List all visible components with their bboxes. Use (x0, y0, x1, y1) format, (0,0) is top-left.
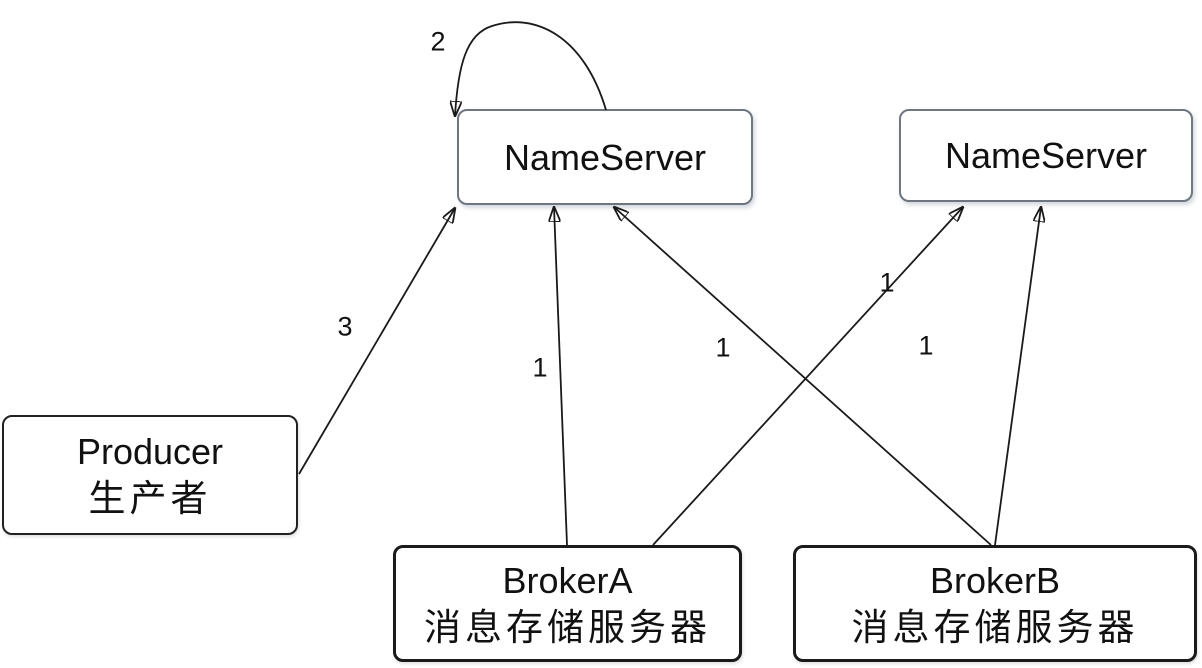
edge-producer-to-ns-left (298, 208, 455, 475)
node-subtitle: 消息存储服务器 (851, 606, 1139, 648)
edge-label-broker-a-ns-right: 1 (879, 267, 895, 298)
node-subtitle: 消息存储服务器 (424, 606, 711, 648)
edge-label-self-loop: 2 (430, 26, 446, 57)
node-title: NameServer (944, 135, 1148, 176)
edge-broker-a-to-ns-left (554, 207, 568, 546)
edge-ns-left-self-loop (455, 21, 607, 116)
edge-label-broker-a-ns-left: 1 (532, 352, 548, 383)
node-producer: Producer 生产者 (2, 415, 298, 535)
edge-label-broker-b-ns-left: 1 (715, 332, 731, 363)
node-title: BrokerA (502, 559, 633, 601)
edge-broker-a-to-ns-right (652, 207, 963, 546)
node-title: BrokerB (929, 559, 1061, 601)
node-title: NameServer (503, 136, 707, 178)
node-title: Producer (76, 431, 224, 472)
edge-label-producer-ns-left: 3 (337, 311, 353, 342)
node-nameserver-left: NameServer (457, 109, 753, 205)
node-nameserver-right: NameServer (899, 109, 1193, 202)
node-broker-a: BrokerA 消息存储服务器 (393, 545, 742, 662)
edge-label-broker-b-ns-right: 1 (918, 330, 934, 361)
node-broker-b: BrokerB 消息存储服务器 (793, 545, 1197, 662)
edge-broker-b-to-ns-right (994, 207, 1041, 546)
node-subtitle: 生产者 (88, 478, 212, 519)
edge-broker-b-to-ns-left (614, 207, 992, 546)
